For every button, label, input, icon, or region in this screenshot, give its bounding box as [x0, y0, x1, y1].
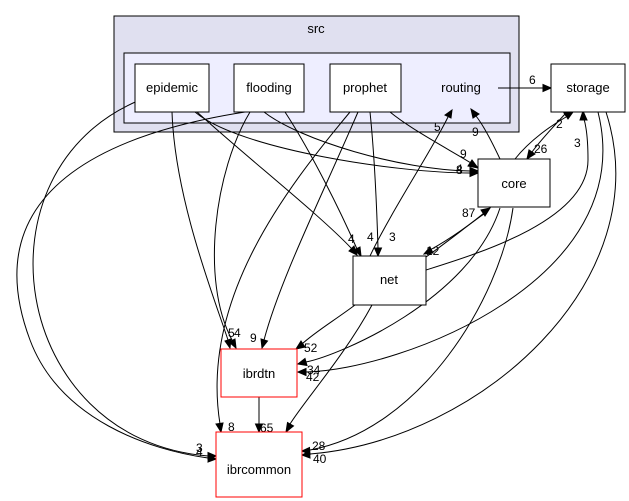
node-label-routing: routing [441, 80, 481, 95]
edge-storage-ibrdtn: 42 [296, 111, 604, 384]
node-net[interactable]: net [352, 255, 427, 306]
edge-storage-ibrcommon: 40 [300, 111, 617, 466]
edge-net-storage: 3 [425, 109, 589, 271]
edge-epidemic-ibrcommon: 3 [32, 99, 218, 461]
node-label-net: net [380, 272, 398, 287]
edge-epidemic-core: 8 [194, 111, 480, 178]
edge-label-epidemic-core: 8 [456, 163, 463, 177]
edge-label-net-ibrdtn: 52 [304, 341, 318, 355]
node-ibrcommon[interactable]: ibrcommon [215, 431, 303, 498]
edge-label-flooding-core: 4 [456, 162, 463, 176]
node-label-flooding: flooding [246, 80, 292, 95]
edge-prophet-ibrdtn: 9 [250, 111, 359, 350]
edge-label-core-ibrdtn: 34 [307, 363, 321, 377]
node-label-core: core [501, 176, 526, 191]
node-routing[interactable]: routing [441, 80, 481, 95]
edge-label-core-routing: 9 [472, 125, 479, 139]
node-label-prophet: prophet [343, 80, 387, 95]
edge-net-routing: 5 [369, 108, 453, 257]
node-label-ibrcommon: ibrcommon [227, 462, 291, 477]
edge-label-flooding-ibrdtn: 4 [234, 326, 241, 340]
node-flooding[interactable]: flooding [233, 63, 305, 113]
node-core[interactable]: core [477, 158, 551, 208]
edge-label-core-ibrcommon: 28 [312, 439, 326, 453]
edge-prophet-core: 9 [389, 111, 480, 169]
edge-label-epidemic-ibrcommon: 3 [196, 441, 203, 455]
edge-label-net-core: 87 [462, 206, 476, 220]
node-label-storage: storage [566, 80, 609, 95]
edge-label-core-storage: 2 [556, 117, 563, 131]
edge-label-prophet-net: 3 [389, 230, 396, 244]
edge-prophet-net: 3 [369, 111, 396, 258]
edge-label-prophet-core: 9 [460, 147, 467, 161]
edge-flooding-ibrdtn: 4 [213, 111, 251, 350]
edge-prophet-ibrcommon: 8 [215, 111, 351, 434]
node-ibrdtn[interactable]: ibrdtn [220, 348, 298, 398]
edge-label-prophet-ibrcommon: 8 [228, 420, 235, 434]
edge-label-flooding-ibrcommon: 4 [196, 445, 203, 459]
node-prophet[interactable]: prophet [329, 63, 402, 113]
edge-epidemic-ibrdtn: 5 [171, 111, 235, 350]
edge-label-net-storage: 3 [574, 136, 581, 150]
edge-label-epidemic-ibrdtn: 5 [228, 326, 235, 340]
node-epidemic[interactable]: epidemic [134, 63, 210, 113]
node-label-ibrdtn: ibrdtn [243, 366, 276, 381]
edge-label-storage-ibrcommon: 40 [313, 452, 327, 466]
edge-label-core-net: 12 [426, 244, 440, 258]
edge-core-routing: 9 [470, 107, 501, 160]
edge-label-storage-core: 26 [534, 142, 548, 156]
edge-flooding-net: 4 [284, 111, 374, 258]
edge-flooding-ibrcommon: 4 [16, 111, 246, 463]
edge-net-ibrdtn: 52 [294, 304, 356, 355]
edge-ibrdtn-ibrcommon: 65 [254, 397, 274, 435]
edge-label-prophet-ibrdtn: 9 [250, 331, 257, 345]
edge-label-storage-ibrdtn: 42 [306, 370, 320, 384]
node-label-epidemic: epidemic [146, 80, 199, 95]
edge-label-routing-storage: 6 [529, 73, 536, 87]
edge-label-net-routing: 5 [434, 120, 441, 134]
edge-label-epidemic-net: 4 [348, 232, 355, 246]
cluster-src-label: src [307, 21, 325, 36]
node-storage[interactable]: storage [550, 63, 626, 113]
edge-label-flooding-net: 4 [367, 230, 374, 244]
edge-core-ibrdtn: 34 [296, 207, 501, 377]
edge-storage-core: 26 [526, 112, 567, 161]
edge-routing-storage: 6 [498, 73, 553, 93]
edge-core-net: 12 [422, 207, 491, 258]
